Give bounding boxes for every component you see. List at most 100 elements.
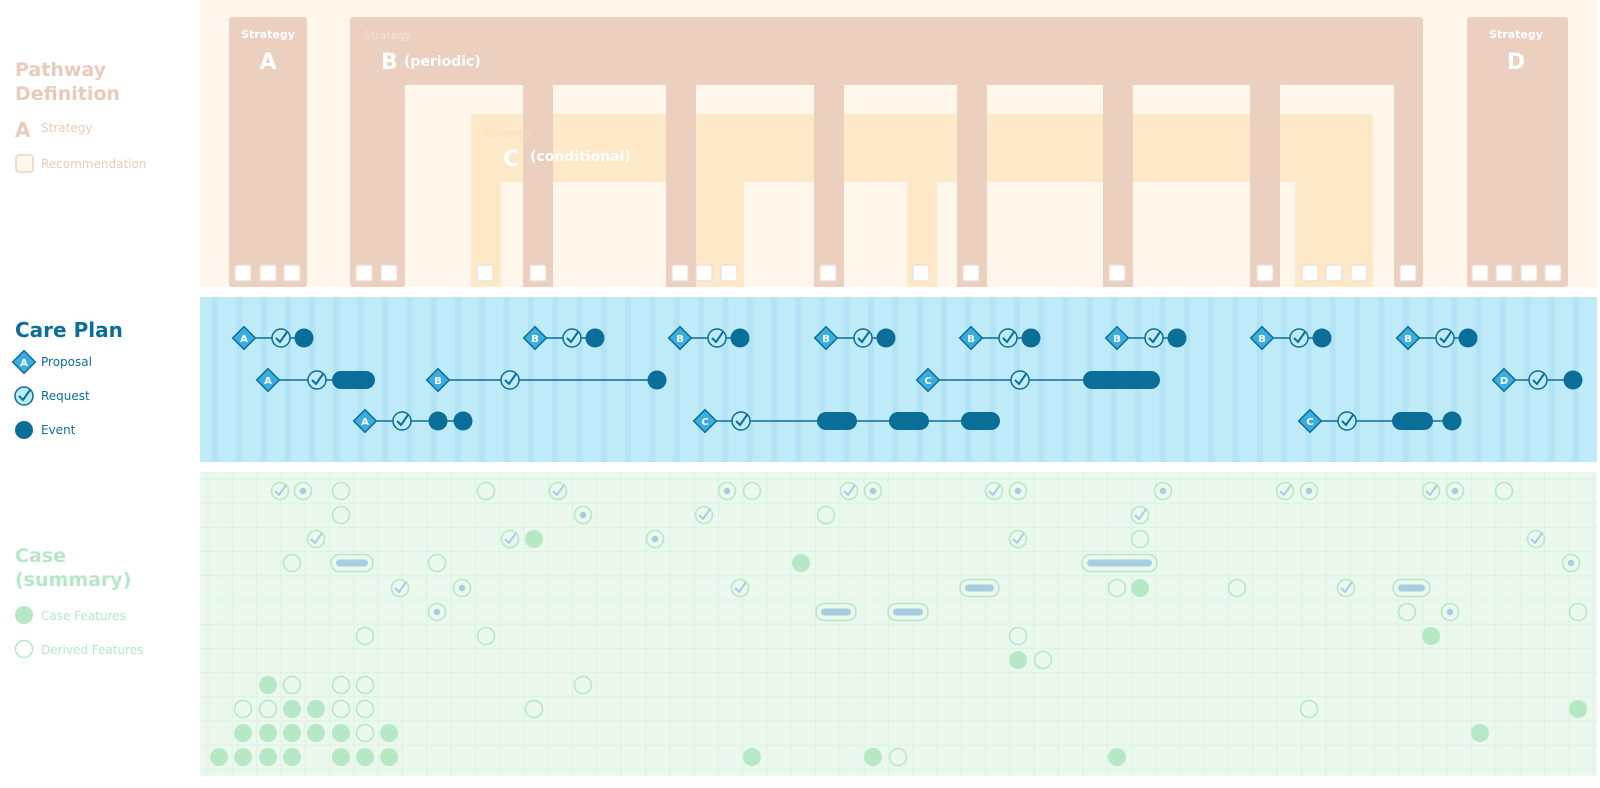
recommendation-box <box>695 264 713 282</box>
recommendation-box <box>1544 264 1562 282</box>
careplan-stripe <box>673 297 680 462</box>
proposal-letter: C <box>1306 417 1313 428</box>
derived-request-feature <box>306 529 326 549</box>
derived-feature <box>355 626 375 646</box>
case-feature <box>525 530 543 548</box>
event-duration <box>889 412 929 430</box>
proposal-letter: A <box>361 417 369 428</box>
careplan-stripe <box>1427 297 1433 462</box>
event-marker <box>585 328 605 348</box>
case-features-legend-label: Case Features <box>41 609 126 623</box>
feature-point-dot <box>579 511 587 519</box>
careplan-stripe <box>892 297 899 462</box>
feature-point-dot <box>433 608 441 616</box>
recommendation-box <box>1301 264 1319 282</box>
event-duration <box>961 412 1000 430</box>
case-grid <box>200 472 1597 776</box>
careplan-stripe <box>1378 297 1385 462</box>
derived-feature <box>1008 626 1028 646</box>
case-feature <box>234 724 252 742</box>
derived-feature <box>1107 578 1127 598</box>
careplan-stripe <box>212 297 218 462</box>
case-feature <box>307 700 325 718</box>
recommendation-box <box>962 264 980 282</box>
case-title-line1: Case <box>15 545 66 567</box>
derived-request-feature <box>1008 529 1028 549</box>
recommendation-box <box>1399 264 1417 282</box>
duration-bar <box>965 584 994 592</box>
proposal-marker: B <box>522 325 548 351</box>
request-marker <box>707 328 727 348</box>
proposal-legend-icon: A <box>11 349 37 375</box>
proposal-marker: B <box>425 367 451 393</box>
derived-features-legend-icon <box>14 639 34 659</box>
case-feature <box>307 724 325 742</box>
request-marker <box>1435 328 1455 348</box>
case-feature <box>283 724 301 742</box>
derived-feature <box>524 699 544 719</box>
event-duration <box>1083 371 1160 389</box>
recommendations <box>234 264 1562 282</box>
case-legend: Case (summary) Case Features Derived Fea… <box>14 545 143 659</box>
derived-feature <box>355 699 375 719</box>
proposal-legend-glyph: A <box>20 358 28 369</box>
event-marker <box>876 328 896 348</box>
careplan-stripe <box>382 297 389 462</box>
careplan-stripe <box>1232 297 1239 462</box>
strategy-b-small-label: Strategy <box>364 29 412 42</box>
derived-features-legend-label: Derived Features <box>41 643 143 657</box>
proposal-letter: B <box>434 376 442 387</box>
strategy-d-block <box>1467 17 1568 287</box>
proposal-marker: B <box>1249 325 1275 351</box>
derived-feature <box>427 553 447 573</box>
careplan-stripe <box>1281 297 1288 462</box>
proposal-letter: D <box>1500 376 1508 387</box>
derived-request-feature <box>1421 481 1441 501</box>
duration-bar <box>893 608 923 616</box>
case-feature <box>380 748 398 766</box>
careplan-stripe <box>406 297 413 462</box>
derived-feature <box>331 481 351 501</box>
proposal-letter: B <box>531 334 539 345</box>
careplan-stripe <box>1475 297 1482 462</box>
proposal-legend-label: Proposal <box>41 355 92 369</box>
derived-request-feature <box>500 529 520 549</box>
case-feature <box>1422 627 1440 645</box>
proposal-letter: B <box>1113 334 1121 345</box>
recommendation-legend-icon <box>15 154 34 173</box>
derived-feature <box>282 553 302 573</box>
request-marker <box>500 370 520 390</box>
derived-feature <box>331 699 351 719</box>
careplan-stripe <box>698 297 704 462</box>
careplan-stripe <box>1208 297 1215 462</box>
recommendation-box <box>1108 264 1126 282</box>
recommendation-box <box>476 264 494 282</box>
proposal-marker: C <box>692 408 718 434</box>
proposal-letter: C <box>924 376 931 387</box>
careplan-stripe <box>1256 297 1263 462</box>
proposal-marker: B <box>667 325 693 351</box>
event-marker <box>1458 328 1478 348</box>
careplan-stripe <box>746 297 753 462</box>
event-marker <box>1312 328 1332 348</box>
pathway-legend: Pathway Definition A Strategy Recommenda… <box>15 59 146 173</box>
case-feature <box>259 676 277 694</box>
careplan-stripe <box>1159 297 1166 462</box>
case-feature <box>792 554 810 572</box>
case-feature <box>332 724 350 742</box>
recommendation-box <box>720 264 738 282</box>
feature-point-dot <box>1446 608 1454 616</box>
request-marker <box>1528 370 1548 390</box>
derived-feature <box>816 505 836 525</box>
case-feature <box>259 724 277 742</box>
strategy-legend-label: Strategy <box>41 121 92 135</box>
careplan-stripe <box>1451 297 1458 462</box>
strategy-b-suffix: (periodic) <box>404 54 481 70</box>
request-marker <box>562 328 582 348</box>
case-feature <box>1131 579 1149 597</box>
careplan-stripe <box>770 297 777 462</box>
recommendation-box <box>355 264 373 282</box>
feature-point-dot <box>1305 487 1313 495</box>
case-feature <box>380 724 398 742</box>
